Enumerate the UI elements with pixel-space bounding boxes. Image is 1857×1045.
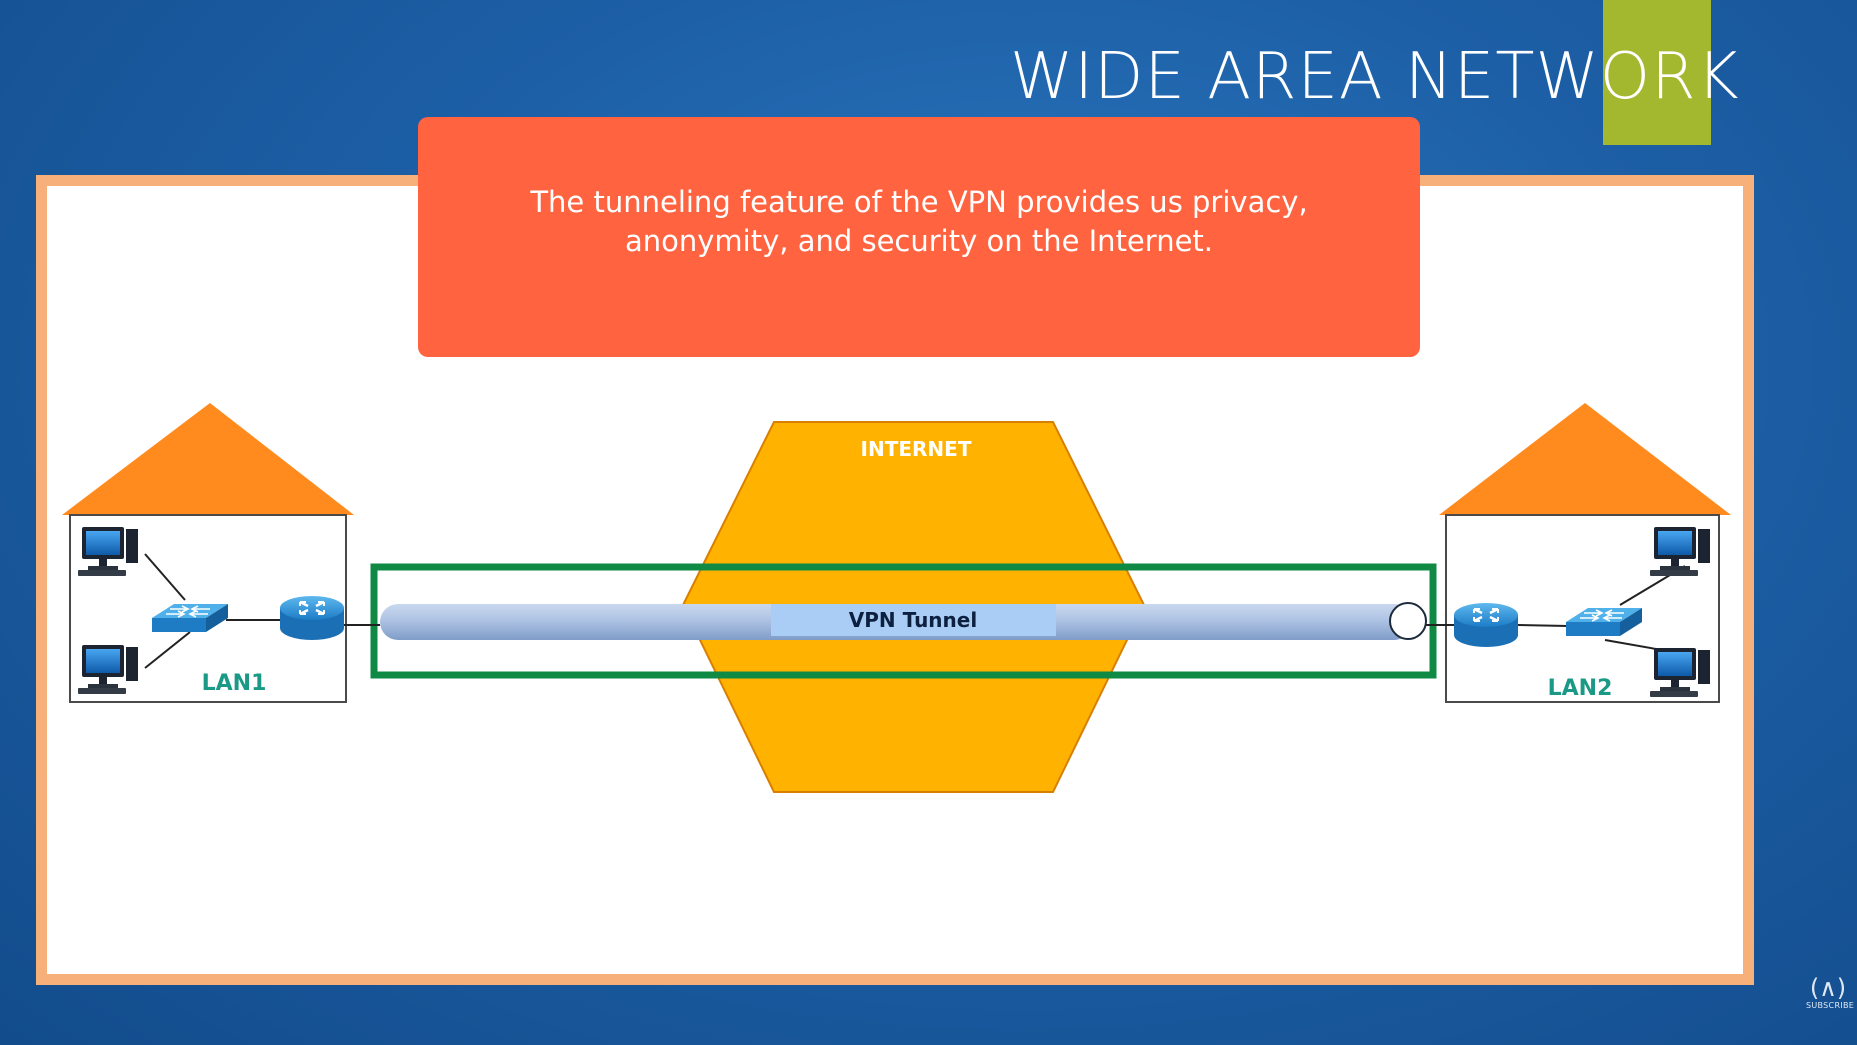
callout-text: The tunneling feature of the VPN provide… — [530, 185, 1308, 258]
lan1-label: LAN1 — [202, 671, 267, 696]
vpn-tunnel-label: VPN Tunnel — [849, 608, 977, 632]
house-roof-icon — [62, 403, 354, 515]
router-icon — [1452, 601, 1520, 649]
subscribe-label: SUBSCRIBE — [1806, 1001, 1855, 1010]
vpn-tunnel-label-box — [771, 604, 1056, 636]
logo-glyph: (∧) — [1809, 974, 1847, 1002]
house-roof-icon — [1439, 403, 1731, 515]
internet-label: INTERNET — [861, 437, 972, 461]
vpn-tunnel-highlight — [370, 563, 1437, 679]
vpn-tunnel-end — [1389, 602, 1427, 640]
fcc-logo-icon[interactable]: (∧) SUBSCRIBE — [1806, 974, 1855, 1019]
title-accent-block — [1603, 0, 1711, 145]
slide-title: WIDE AREA NETWORK — [1010, 40, 1740, 114]
callout-box: The tunneling feature of the VPN provide… — [418, 117, 1420, 357]
lan2-label: LAN2 — [1548, 676, 1613, 701]
router-icon — [278, 594, 346, 642]
